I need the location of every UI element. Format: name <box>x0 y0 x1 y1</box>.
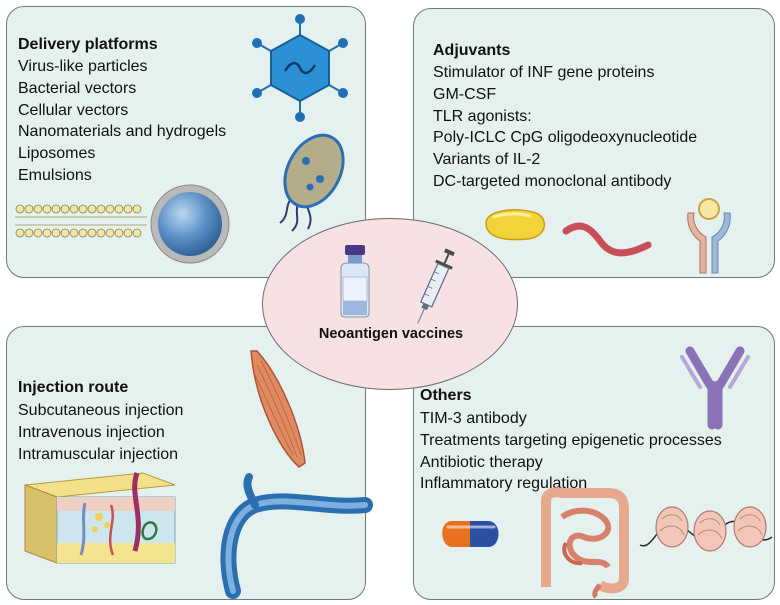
delivery-platforms-panel: Delivery platforms Virus-like particles … <box>6 6 366 278</box>
syringe-icon <box>417 248 455 324</box>
list-item: Variants of IL-2 <box>433 151 541 169</box>
virus-particle-icon <box>252 14 348 122</box>
injection-route-panel: Injection route Subcutaneous injection I… <box>6 326 373 600</box>
nucleosome-icon <box>639 506 773 552</box>
adjuvants-title: Adjuvants <box>433 42 511 59</box>
neoantigen-vaccines-node: Neoantigen vaccines <box>262 218 518 390</box>
list-item: Stimulator of INF gene proteins <box>433 64 655 81</box>
vial-icon <box>340 245 370 318</box>
capsule-icon <box>442 521 499 547</box>
injection-route-title: Injection route <box>18 379 129 396</box>
center-label: Neoantigen vaccines <box>318 326 464 342</box>
list-item: TIM-3 antibody <box>420 410 527 427</box>
list-item: TLR agonists: <box>433 107 532 125</box>
rna-strand-icon <box>562 222 652 257</box>
antibody-icon <box>680 346 750 430</box>
list-item: Virus-like particles <box>18 58 148 75</box>
others-list: TIM-3 antibody Treatments targeting epig… <box>420 408 722 495</box>
list-item: Liposomes <box>18 145 96 163</box>
yellow-protein-icon <box>485 209 546 241</box>
list-item: Bacterial vectors <box>18 79 137 97</box>
injection-route-list: Subcutaneous injection Intravenous injec… <box>18 400 183 465</box>
skin-section-icon <box>24 472 176 564</box>
list-item: Cellular vectors <box>18 101 129 119</box>
list-item: Antibiotic therapy <box>420 453 543 471</box>
delivery-platforms-title: Delivery platforms <box>18 36 158 53</box>
list-item: Nanomaterials and hydrogels <box>18 123 227 141</box>
list-item: Inflammatory regulation <box>420 475 588 493</box>
blood-vessel-icon <box>220 473 373 599</box>
list-item: DC-targeted monoclonal antibody <box>433 172 672 190</box>
intestine-icon <box>541 487 629 599</box>
lipid-bilayer-icon <box>15 204 147 238</box>
muscle-icon <box>250 350 306 468</box>
others-title: Others <box>420 387 472 404</box>
list-item: Treatments targeting epigenetic processe… <box>420 431 722 449</box>
list-item: Intramuscular injection <box>18 445 179 463</box>
adjuvants-list: Stimulator of INF gene proteins GM-CSF T… <box>433 62 697 193</box>
others-panel: Others TIM-3 antibody Treatments targeti… <box>413 326 775 600</box>
list-item: Subcutaneous injection <box>18 402 184 419</box>
receptor-icon <box>687 198 731 274</box>
delivery-platforms-list: Virus-like particles Bacterial vectors C… <box>18 56 226 187</box>
list-item: Intravenous injection <box>18 423 165 441</box>
liposome-icon <box>150 184 230 264</box>
list-item: GM-CSF <box>433 85 497 103</box>
list-item: Emulsions <box>18 166 92 184</box>
bacterium-icon <box>279 133 345 232</box>
list-item: Poly-ICLC CpG oligodeoxynucleotide <box>433 129 698 147</box>
adjuvants-panel: Adjuvants Stimulator of INF gene protein… <box>413 8 775 278</box>
